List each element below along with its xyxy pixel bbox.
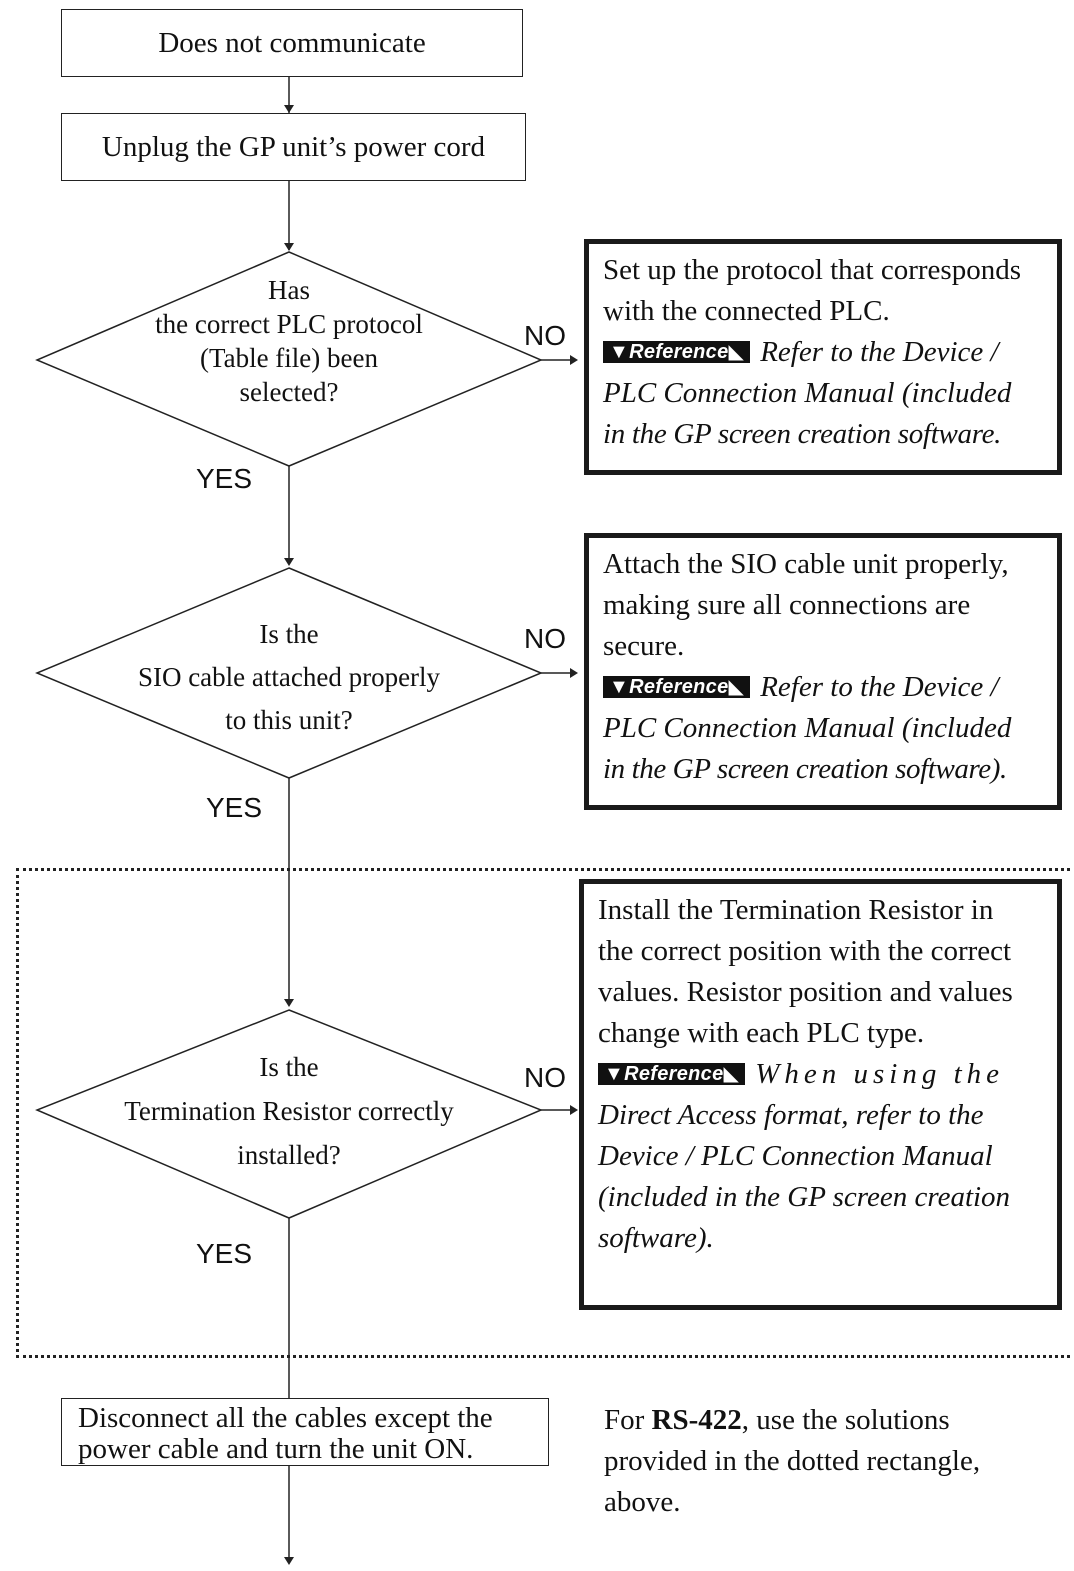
rs422-note: For RS-422, use the solutions provided i… bbox=[604, 1400, 980, 1523]
note-text: values. Resistor position and values bbox=[598, 976, 1013, 1008]
decision-2-line: to this unit? bbox=[225, 705, 353, 735]
note-text: with the connected PLC. bbox=[603, 295, 890, 327]
no-label-1: NO bbox=[524, 320, 566, 351]
note-text: Attach the SIO cable unit properly, bbox=[603, 548, 1009, 580]
unplug-box: Unplug the GP unit’s power cord bbox=[61, 113, 526, 181]
note-text: Set up the protocol that corresponds bbox=[603, 254, 1021, 286]
disconnect-line-1: Disconnect all the cables except the bbox=[78, 1402, 493, 1434]
decision-3-line: installed? bbox=[237, 1140, 341, 1170]
yes-label-2: YES bbox=[206, 792, 263, 823]
arrowhead-down bbox=[284, 999, 294, 1007]
arrowhead-down bbox=[284, 1557, 294, 1565]
arrowhead-down bbox=[284, 243, 294, 251]
reference-text: in the GP screen creation software. bbox=[603, 418, 1002, 450]
reference-text: software). bbox=[598, 1222, 714, 1254]
arrowhead-right bbox=[570, 1105, 578, 1115]
decision-2-text: Is the SIO cable attached properly to th… bbox=[89, 613, 489, 742]
triangle-down-icon: ▼ bbox=[604, 1063, 625, 1085]
reference-badge-label: Reference bbox=[629, 341, 729, 363]
note-box-protocol: Set up the protocol that corresponds wit… bbox=[584, 239, 1062, 475]
reference-text: PLC Connection Manual (included bbox=[603, 712, 1012, 744]
reference-text: PLC Connection Manual (included bbox=[603, 377, 1012, 409]
reference-text: Refer to the Device / bbox=[760, 336, 999, 368]
reference-line: ▼Reference◣ When using the bbox=[598, 1054, 1049, 1095]
triangle-up-icon: ◣ bbox=[728, 341, 745, 363]
note-text: making sure all connections are bbox=[603, 589, 971, 621]
rs422-prefix: For bbox=[604, 1404, 652, 1436]
decision-3-line: Is the bbox=[259, 1052, 319, 1082]
arrowhead-down bbox=[284, 558, 294, 566]
start-box: Does not communicate bbox=[61, 9, 523, 77]
rs422-suffix: , use the solutions bbox=[741, 1404, 950, 1436]
decision-1-line: (Table file) been bbox=[199, 343, 378, 373]
note-text: Install the Termination Resistor in bbox=[598, 894, 994, 926]
triangle-down-icon: ▼ bbox=[609, 676, 630, 698]
arrowhead-right bbox=[570, 668, 578, 678]
note-box-sio-cable: Attach the SIO cable unit properly, maki… bbox=[584, 533, 1062, 810]
reference-line: ▼Reference◣ Refer to the Device / bbox=[603, 332, 1049, 373]
reference-badge: ▼Reference◣ bbox=[598, 1063, 746, 1085]
note-box-termination-resistor: Install the Termination Resistor in the … bbox=[579, 879, 1062, 1310]
rs422-line-1: For RS-422, use the solutions bbox=[604, 1400, 980, 1441]
arrowhead-down bbox=[284, 105, 294, 113]
decision-1-line: Has bbox=[268, 275, 310, 305]
arrowhead-right bbox=[570, 355, 578, 365]
reference-text: in the GP screen creation software). bbox=[603, 753, 1007, 785]
reference-text: Device / PLC Connection Manual bbox=[598, 1140, 993, 1172]
triangle-up-icon: ◣ bbox=[728, 676, 745, 698]
no-label-3: NO bbox=[524, 1062, 566, 1093]
start-label: Does not communicate bbox=[158, 26, 426, 59]
rs422-line-3: above. bbox=[604, 1486, 681, 1518]
reference-text: Refer to the Device / bbox=[760, 671, 999, 703]
decision-2-line: SIO cable attached properly bbox=[137, 662, 441, 692]
rs422-line-2: provided in the dotted rectangle, bbox=[604, 1445, 981, 1477]
rs422-bold: RS-422 bbox=[651, 1404, 742, 1436]
reference-badge: ▼Reference◣ bbox=[603, 341, 751, 363]
reference-badge-label: Reference bbox=[629, 676, 729, 698]
yes-label-3: YES bbox=[196, 1238, 253, 1269]
reference-line: ▼Reference◣ Refer to the Device / bbox=[603, 667, 1049, 708]
yes-label-1: YES bbox=[196, 463, 253, 494]
unplug-label: Unplug the GP unit’s power cord bbox=[101, 130, 486, 163]
note-text: the correct position with the correct bbox=[598, 935, 1012, 967]
note-text: change with each PLC type. bbox=[598, 1017, 925, 1049]
reference-text: When using the bbox=[755, 1058, 1005, 1090]
triangle-up-icon: ◣ bbox=[723, 1063, 740, 1085]
rs422-dotted-region bbox=[16, 868, 1070, 1358]
decision-3-text: Is the Termination Resistor correctly in… bbox=[89, 1045, 489, 1177]
reference-text: (included in the GP screen creation bbox=[598, 1181, 1011, 1213]
reference-text: Direct Access format, refer to the bbox=[598, 1099, 984, 1131]
decision-1-text: Has the correct PLC protocol (Table file… bbox=[89, 273, 489, 409]
disconnect-line-2: power cable and turn the unit ON. bbox=[78, 1433, 474, 1465]
decision-2-line: Is the bbox=[259, 619, 319, 649]
reference-badge-label: Reference bbox=[624, 1063, 724, 1085]
reference-badge: ▼Reference◣ bbox=[603, 676, 751, 698]
decision-1-line: selected? bbox=[239, 377, 339, 407]
disconnect-box: Disconnect all the cables except the pow… bbox=[61, 1398, 549, 1466]
decision-1-line: the correct PLC protocol bbox=[155, 309, 423, 339]
decision-3-line: Termination Resistor correctly bbox=[124, 1096, 454, 1126]
note-text: secure. bbox=[603, 630, 685, 662]
no-label-2: NO bbox=[524, 623, 566, 654]
triangle-down-icon: ▼ bbox=[609, 341, 630, 363]
